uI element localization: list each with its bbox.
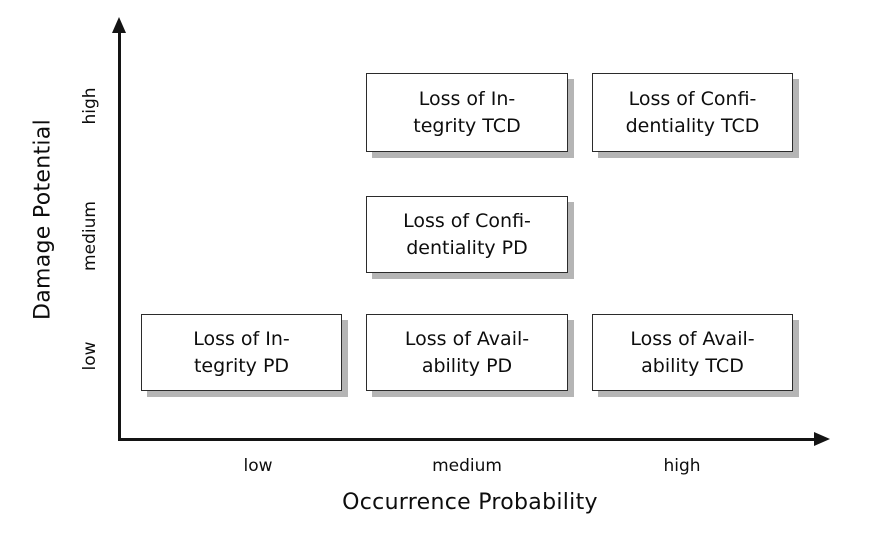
- x-tick-high: high: [663, 456, 701, 476]
- y-axis-title: Damage Potential: [30, 119, 56, 321]
- cell-label-line-1: Loss of Avail-: [630, 327, 755, 350]
- cell-label-line-1: Loss of Confi-: [403, 209, 531, 232]
- cell-loss-of-confidentiality-tcd[interactable]: Loss of Confi- dentiality TCD: [592, 73, 793, 152]
- cell-label-line-1: Loss of In-: [193, 327, 290, 350]
- x-axis-title: Occurrence Probability: [342, 490, 598, 515]
- x-tick-low: low: [243, 456, 273, 476]
- cell-label-line-2: tegrity TCD: [413, 114, 521, 137]
- x-axis-arrow-icon: [814, 432, 830, 446]
- y-tick-medium: medium: [80, 201, 100, 271]
- cell-loss-of-availability-tcd[interactable]: Loss of Avail- ability TCD: [592, 314, 793, 391]
- cell-label-line-2: dentiality PD: [406, 236, 528, 259]
- cell-label-line-1: Loss of Confi-: [628, 87, 757, 110]
- cell-label-line-2: ability PD: [421, 354, 513, 377]
- y-axis-line: [118, 30, 121, 441]
- y-tick-low: low: [80, 341, 100, 371]
- x-axis-line: [118, 438, 818, 441]
- cell-label-line-2: tegrity PD: [193, 354, 290, 377]
- cell-loss-of-integrity-pd[interactable]: Loss of In- tegrity PD: [141, 314, 342, 391]
- y-axis-arrow-icon: [112, 17, 126, 33]
- cell-label-line-1: Loss of Avail-: [404, 327, 530, 350]
- cell-label-line-2: dentiality TCD: [625, 114, 760, 137]
- cell-loss-of-integrity-tcd[interactable]: Loss of In- tegrity TCD: [366, 73, 568, 152]
- cell-label-line-2: ability TCD: [641, 354, 744, 377]
- cell-label-line-1: Loss of In-: [418, 87, 516, 110]
- x-tick-medium: medium: [432, 456, 502, 476]
- y-tick-high: high: [80, 87, 100, 125]
- cell-loss-of-availability-pd[interactable]: Loss of Avail- ability PD: [366, 314, 568, 391]
- cell-loss-of-confidentiality-pd[interactable]: Loss of Confi- dentiality PD: [366, 196, 568, 273]
